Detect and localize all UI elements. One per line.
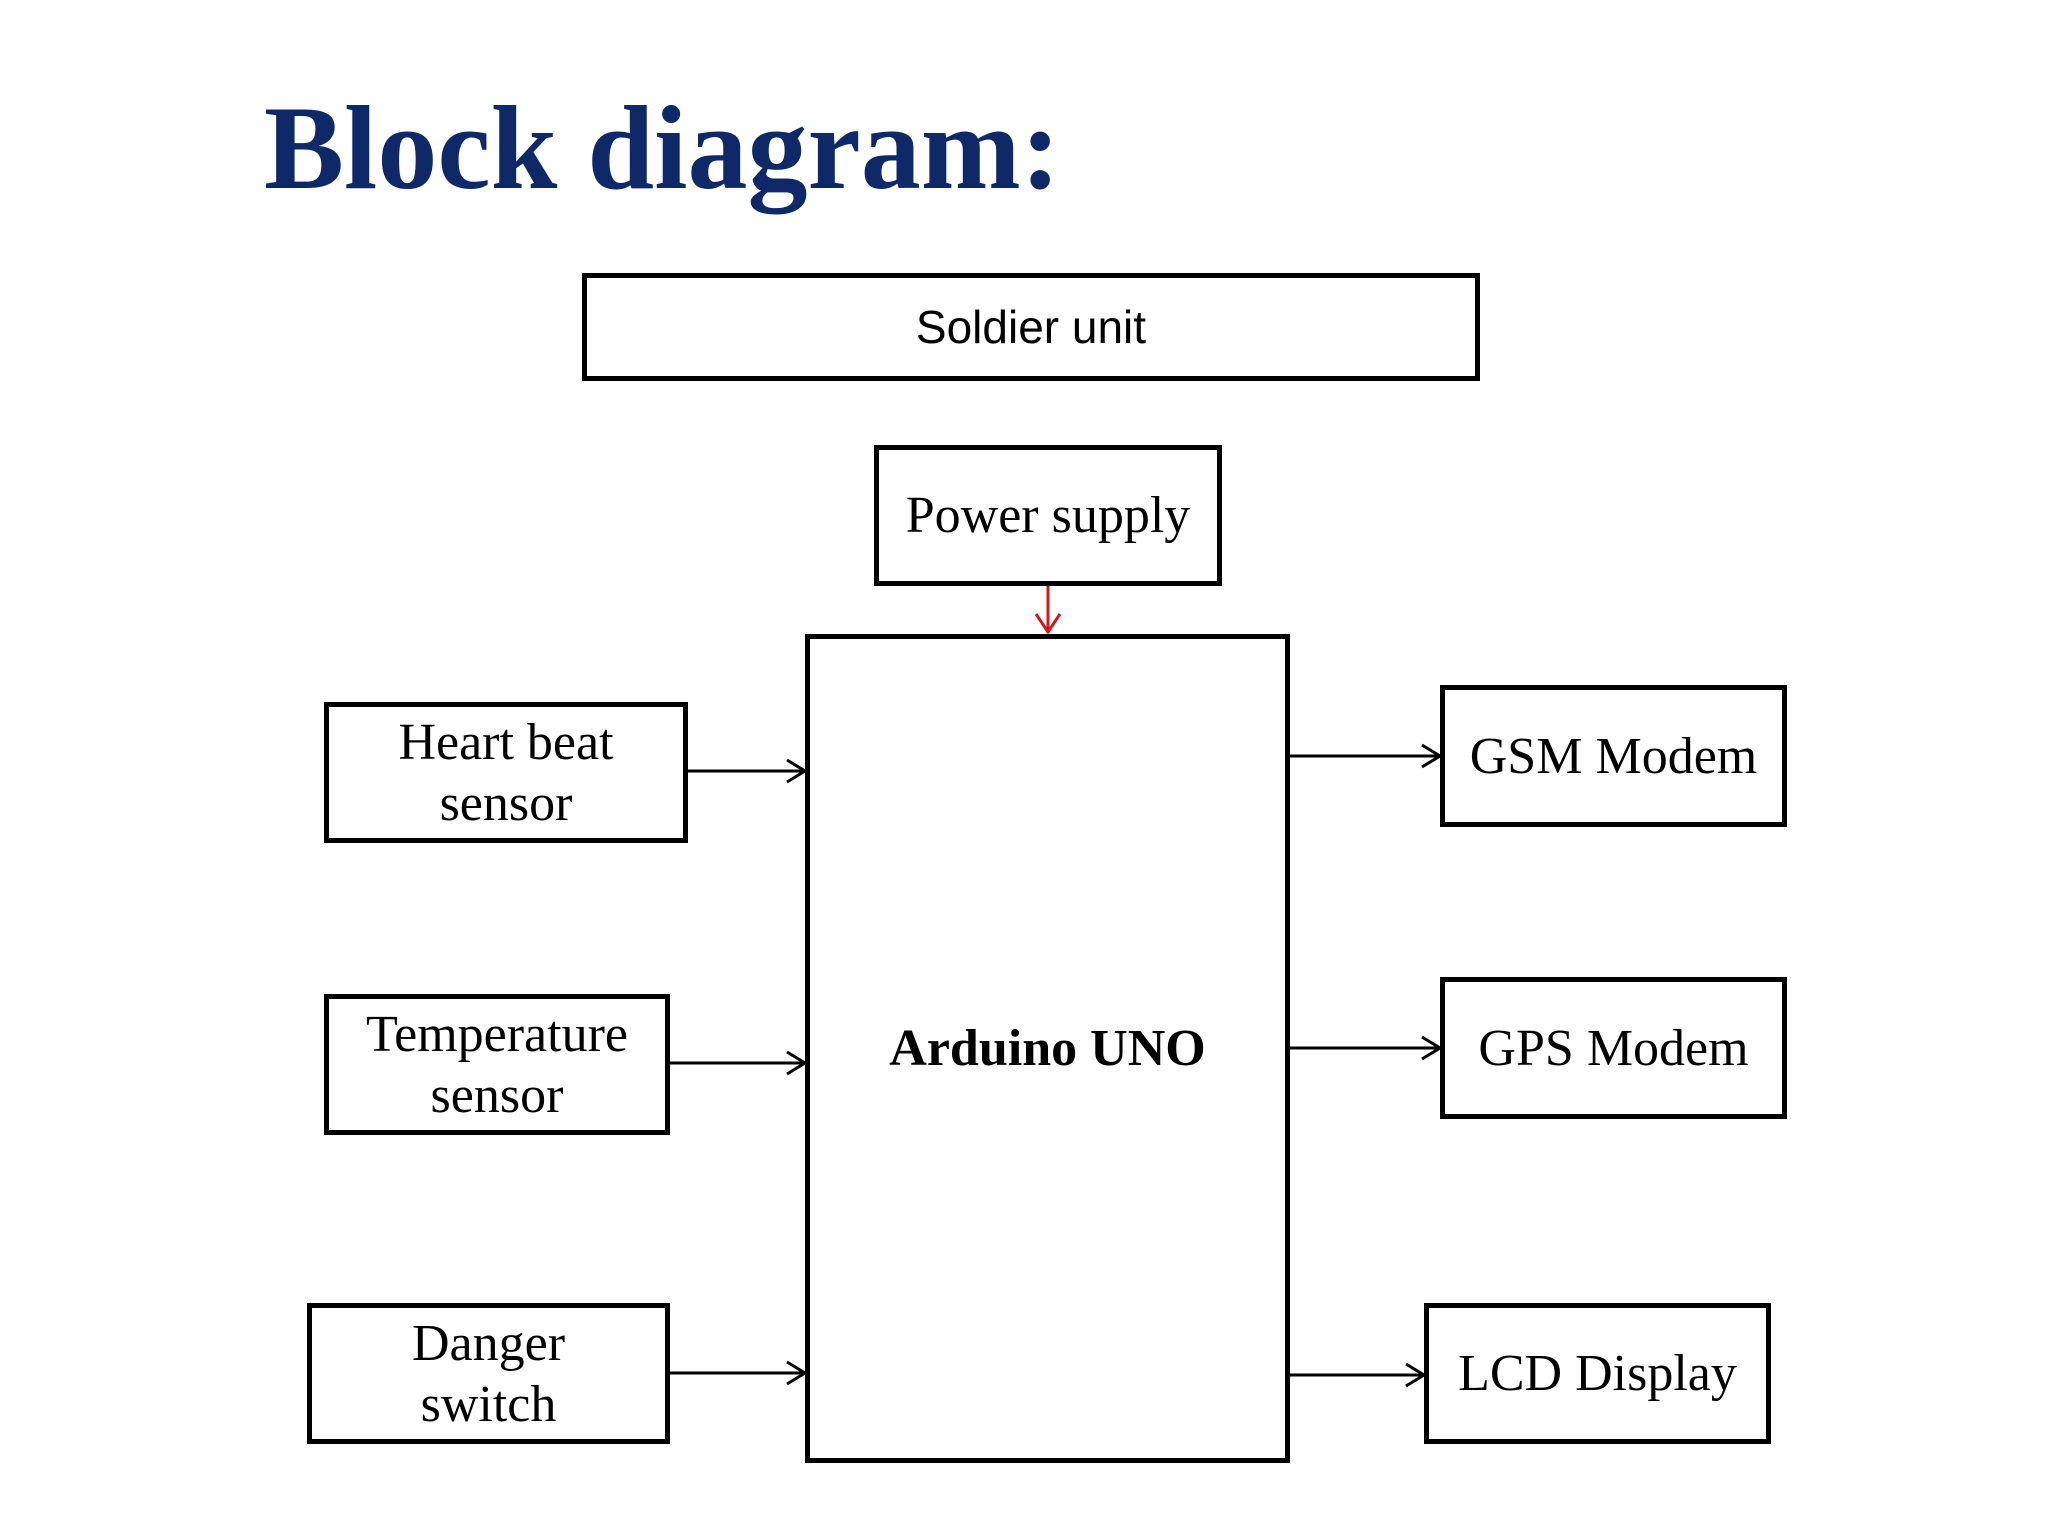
arduino-uno-label: Arduino UNO	[889, 1020, 1206, 1077]
temperature-sensor-box: Temperature sensor	[324, 994, 670, 1135]
lcd-display-label: LCD Display	[1458, 1345, 1737, 1402]
danger-switch-label: Danger switch	[411, 1314, 566, 1433]
gsm-modem-box: GSM Modem	[1440, 685, 1787, 827]
heart-beat-sensor-label: Heart beat sensor	[398, 713, 614, 832]
arrow-controller-to-lcd	[1290, 1362, 1427, 1388]
arrow-danger-switch-to-controller	[670, 1360, 808, 1386]
slide-title: Block diagram:	[264, 81, 1061, 214]
arrow-power-to-controller	[1034, 583, 1062, 635]
power-supply-label: Power supply	[905, 487, 1191, 544]
arrow-temperature-to-controller	[670, 1050, 808, 1076]
heart-beat-sensor-box: Heart beat sensor	[324, 702, 688, 843]
temperature-sensor-label: Temperature sensor	[366, 1005, 628, 1124]
soldier-unit-box: Soldier unit	[582, 273, 1480, 381]
arduino-uno-box: Arduino UNO	[805, 634, 1290, 1463]
soldier-unit-label: Soldier unit	[915, 301, 1147, 353]
arrow-controller-to-gps	[1290, 1035, 1443, 1061]
gsm-modem-label: GSM Modem	[1469, 727, 1758, 785]
power-supply-box: Power supply	[874, 445, 1222, 586]
gps-modem-label: GPS Modem	[1478, 1019, 1749, 1077]
arrow-controller-to-gsm	[1290, 743, 1443, 769]
arrow-heartbeat-to-controller	[688, 758, 808, 784]
danger-switch-box: Danger switch	[307, 1303, 670, 1444]
gps-modem-box: GPS Modem	[1440, 977, 1787, 1119]
lcd-display-box: LCD Display	[1424, 1303, 1771, 1444]
